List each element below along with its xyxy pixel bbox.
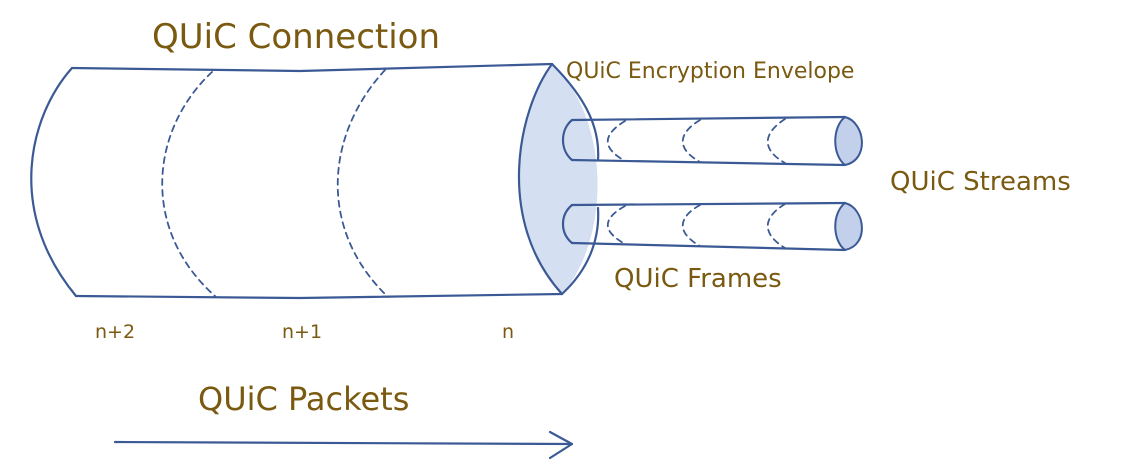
stream-1-left-end [561,118,574,162]
packet-index-n-plus-1: n+1 [282,321,322,343]
pipe-left-end [30,66,78,298]
packet-index-n: n [502,321,514,343]
stream-1-frame-boundary-2 [682,119,701,163]
stream-1-cap [834,115,863,167]
packet-boundary-2 [336,69,389,298]
stream-2-cap [834,201,863,252]
stream-2-top [570,201,847,207]
label-encryption-envelope: QUiC Encryption Envelope [566,59,854,84]
encryption-envelope [517,62,600,296]
envelope-fill [518,64,598,294]
stream-2-frame-boundary-3 [767,203,786,249]
stream-1-top [570,115,847,122]
pipe-top-edge [70,62,554,73]
pipe-bottom-edge [74,292,564,300]
packets-arrow [113,430,574,460]
arrow-shaft [113,440,574,446]
stream-1-bottom [570,158,847,167]
stream-2-frame-boundary-1 [607,205,626,245]
label-streams: QUiC Streams [890,167,1071,197]
stream-1-frame-boundary-3 [767,118,786,164]
envelope-outer-top [550,62,600,162]
stream-tube-1 [561,115,863,167]
label-frames: QUiC Frames [614,264,782,294]
arrow-head [548,430,574,460]
stream-tube-2 [561,201,863,252]
label-connection: QUiC Connection [152,17,440,57]
connection-pipe [30,62,564,300]
stream-2-left-end [561,203,574,245]
stream-2-bottom [570,241,847,252]
packet-boundary-1 [161,71,217,298]
packet-index-n-plus-2: n+2 [95,321,135,343]
envelope-outer-bottom [560,206,600,296]
stream-1-frame-boundary-1 [607,120,626,162]
envelope-inner-edge [517,62,564,296]
stream-2-frame-boundary-2 [682,204,701,247]
label-packets: QUiC Packets [198,380,409,418]
